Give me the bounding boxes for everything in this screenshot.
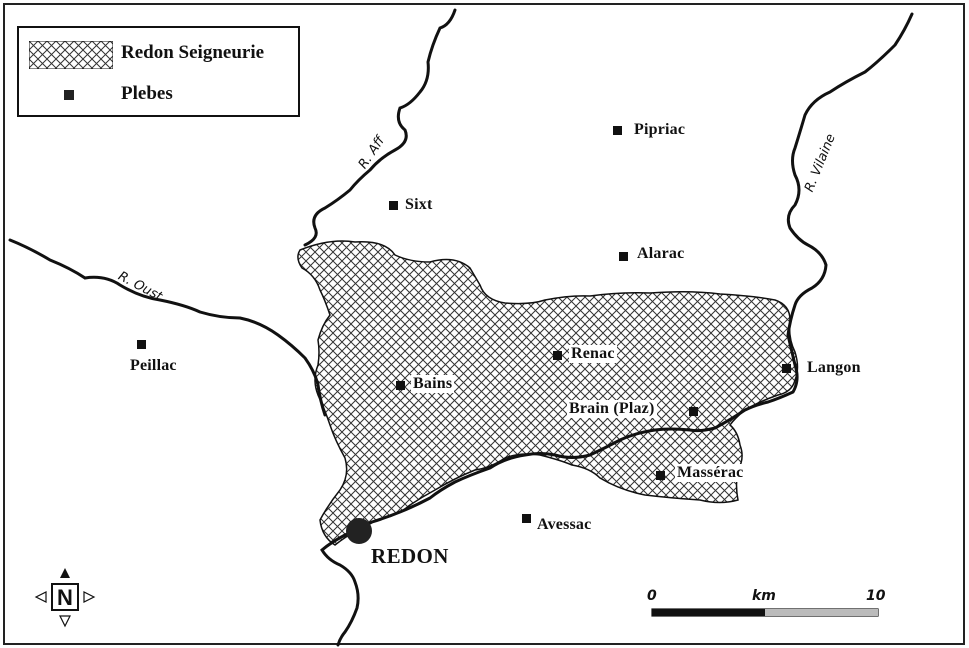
marker-langon xyxy=(782,364,791,373)
compass-icon: N xyxy=(34,566,96,628)
legend-plebes-label: Plebes xyxy=(121,83,173,104)
river-vilaine xyxy=(320,12,914,647)
marker-brain xyxy=(689,407,698,416)
marker-sixt xyxy=(389,201,398,210)
place-label-masserac: Massérac xyxy=(675,464,746,482)
place-label-bains: Bains xyxy=(411,375,455,393)
place-label-peillac: Peillac xyxy=(130,357,177,374)
place-label-renac: Renac xyxy=(569,345,617,363)
marker-alarac xyxy=(619,252,628,261)
marker-peillac xyxy=(137,340,146,349)
scale-bar xyxy=(651,608,879,617)
seigneurie-region xyxy=(297,240,799,546)
river-oust xyxy=(8,238,327,417)
scale-label-unit: km xyxy=(752,588,776,604)
scale-label-end: 10 xyxy=(866,588,886,604)
seigneurie-swatch xyxy=(29,41,113,69)
legend-seigneurie-label: Redon Seigneurie xyxy=(121,42,265,63)
marker-pipriac xyxy=(613,126,622,135)
map-frame xyxy=(3,3,965,645)
place-label-langon: Langon xyxy=(807,359,861,376)
compass-north-label: N xyxy=(57,585,73,610)
place-label-alarac: Alarac xyxy=(637,245,685,262)
river-aff xyxy=(303,8,457,247)
marker-avessac xyxy=(522,514,531,523)
place-label-redon: REDON xyxy=(371,544,449,568)
place-label-brain: Brain (Plaz) xyxy=(567,400,657,418)
place-label-sixt: Sixt xyxy=(405,196,433,213)
place-label-pipriac: Pipriac xyxy=(634,121,686,138)
place-label-avessac: Avessac xyxy=(537,516,592,533)
scale-label-start: 0 xyxy=(647,588,657,604)
marker-bains xyxy=(396,381,405,390)
marker-masserac xyxy=(656,471,665,480)
marker-renac xyxy=(553,351,562,360)
map-legend: Redon Seigneurie Plebes xyxy=(17,26,300,117)
marker-redon xyxy=(346,518,372,544)
plebes-square-icon xyxy=(64,90,74,100)
